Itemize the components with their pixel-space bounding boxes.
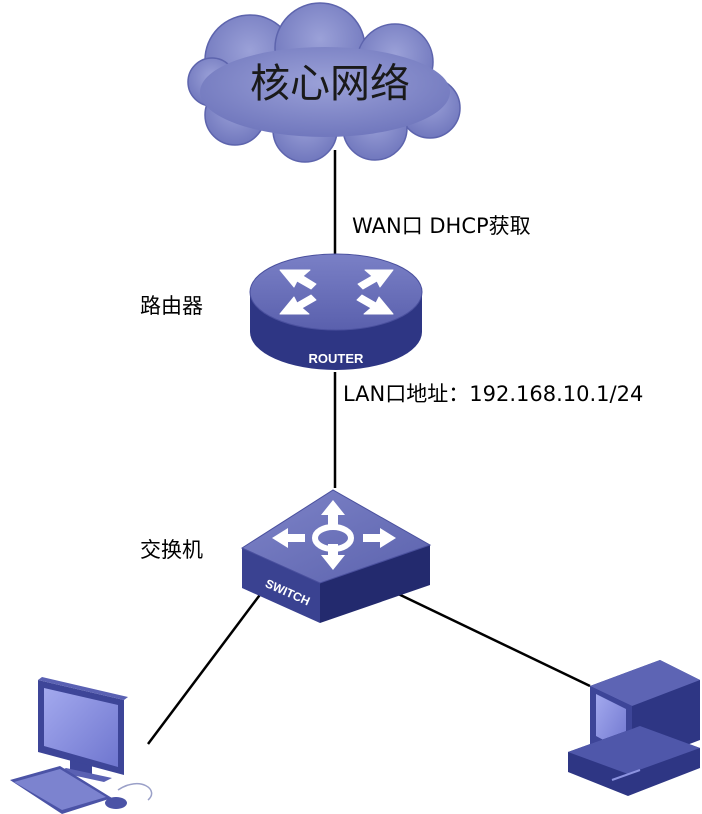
switch-label: 交换机 — [140, 538, 203, 562]
wan-link-label: WAN口 DHCP获取 — [352, 214, 531, 238]
desktop-pc-icon — [10, 677, 153, 814]
links — [147, 150, 591, 745]
link-switch-pc-left — [147, 591, 263, 745]
server-pc-icon — [568, 660, 700, 796]
router-icon — [249, 253, 423, 370]
cloud-icon — [187, 2, 461, 163]
switch-icon — [240, 489, 432, 623]
link-switch-pc-right — [389, 588, 591, 688]
lan-link-label: LAN口地址：192.168.10.1/24 — [343, 382, 644, 406]
core-network-label: 核心网络 — [250, 61, 410, 107]
router-label: 路由器 — [140, 294, 203, 318]
router-badge: ROUTER — [309, 351, 365, 366]
